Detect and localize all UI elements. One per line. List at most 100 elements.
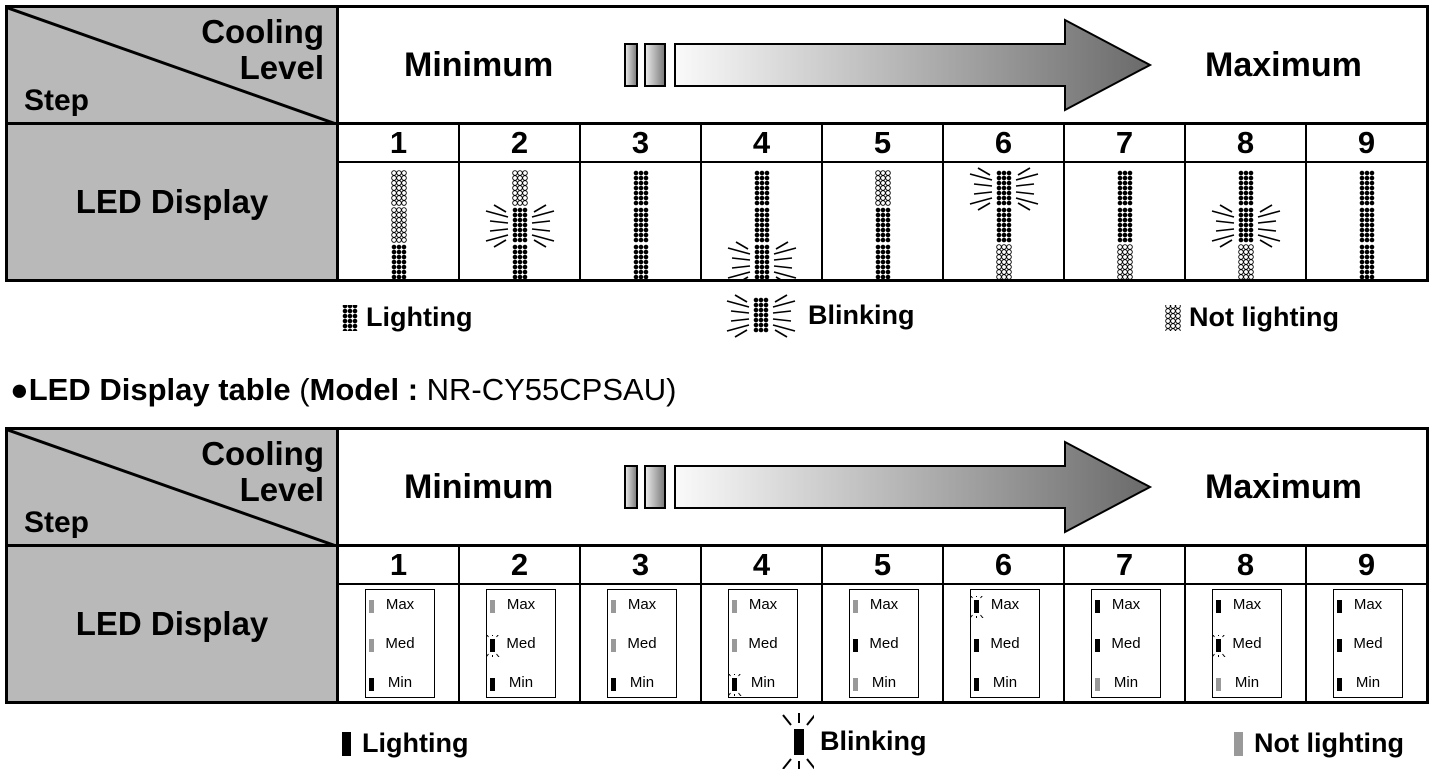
indicator-label: Min	[750, 674, 776, 691]
indicator-label: Med	[990, 635, 1020, 652]
led-lamp-on	[633, 244, 649, 280]
indicator-label: Max	[990, 596, 1020, 613]
indicator-label: Med	[506, 635, 536, 652]
indicator-on	[1095, 639, 1100, 652]
indicator-on	[611, 678, 616, 691]
indicator-off	[732, 639, 737, 652]
lighting-dots-icon	[342, 304, 358, 331]
led-dots-graphic	[875, 170, 891, 280]
indicator-row-med: Med	[1092, 635, 1160, 652]
led-dots-graphic	[1359, 170, 1375, 280]
led-lamp-blink	[485, 204, 555, 248]
model-value: NR-CY55CPSAU)	[418, 372, 677, 407]
led-lamp-on	[1117, 207, 1133, 243]
minimum-label: Minimum	[404, 468, 554, 506]
corner-header: Cooling Level Step	[8, 430, 339, 547]
minimum-label: Minimum	[404, 46, 554, 84]
led-dots-graphic	[391, 170, 407, 280]
indicator-label: Min	[508, 674, 534, 691]
led-display-cell	[702, 163, 821, 281]
indicator-on	[1216, 600, 1221, 613]
arrow-icon	[624, 440, 1153, 534]
step-column-4: 4	[700, 125, 821, 281]
indicator-row-min: Min	[971, 674, 1039, 691]
step-column-1: 1	[339, 125, 458, 280]
indicator-row-min: Min	[1334, 674, 1402, 691]
led-lamp-on	[633, 207, 649, 243]
legend-not-lighting-label: Not lighting	[1254, 728, 1404, 758]
indicator-off	[490, 600, 495, 613]
indicator-blink	[1213, 635, 1226, 657]
step-column-2: 2	[458, 125, 579, 280]
indicator-row-med: Med	[1213, 635, 1281, 657]
indicator-label: Max	[1111, 596, 1141, 613]
led-display-cell	[339, 163, 458, 280]
indicator-off	[369, 600, 374, 613]
cooling-label: Cooling	[201, 13, 324, 50]
step-number: 3	[581, 125, 700, 163]
step-number: 9	[1307, 125, 1426, 163]
indicator-graphic	[1337, 678, 1342, 691]
led-lamp-on	[633, 170, 649, 206]
led-table-bottom: Cooling Level Step Minimum Maximum LED D…	[5, 427, 1429, 704]
indicator-off	[853, 678, 858, 691]
maximum-label: Maximum	[1205, 46, 1362, 84]
step-number: 1	[339, 547, 458, 585]
led-lamp-off	[875, 170, 891, 206]
indicator-row-max: Max	[1092, 596, 1160, 613]
step-number: 9	[1307, 547, 1426, 585]
indicator-graphic	[369, 639, 374, 652]
legend-lighting-label: Lighting	[366, 302, 473, 332]
indicator-label: Med	[1232, 635, 1262, 652]
indicator-graphic	[853, 639, 858, 652]
indicator-label: Min	[1234, 674, 1260, 691]
led-lamp-blink	[1211, 204, 1281, 248]
step-column-9: 9	[1305, 125, 1426, 280]
cooling-level-header: Minimum Maximum	[339, 430, 1426, 547]
indicator-row-max: Max	[1334, 596, 1402, 613]
indicator-on	[1095, 600, 1100, 613]
indicator-graphic	[490, 678, 495, 691]
indicator-on	[369, 678, 374, 691]
led-lamp-off	[512, 170, 528, 206]
step-number: 4	[702, 547, 821, 585]
led-dots-graphic	[485, 170, 555, 280]
step-label: Step	[24, 84, 90, 117]
indicator-graphic	[487, 635, 500, 657]
indicator-row-med: Med	[850, 635, 918, 652]
indicator-label: Med	[627, 635, 657, 652]
indicator-row-med: Med	[608, 635, 676, 652]
indicator-off	[1095, 678, 1100, 691]
indicator-graphic	[853, 600, 858, 613]
indicator-off	[369, 639, 374, 652]
led-display-cell	[944, 163, 1063, 280]
indicator-row-min: Min	[608, 674, 676, 691]
level-label: Level	[239, 49, 324, 86]
legend-not-lighting: Not lighting	[1232, 728, 1404, 759]
step-number: 5	[823, 547, 942, 585]
led-dots-graphic	[633, 170, 649, 280]
led-display-label: LED Display	[8, 125, 339, 279]
legend-lighting: Lighting	[340, 302, 472, 333]
step-number: 2	[460, 125, 579, 163]
led-lamp-on	[754, 170, 770, 206]
led-lamp-on	[342, 304, 358, 331]
led-display-cell	[1065, 163, 1184, 280]
legend-not-lighting: Not lighting	[1163, 302, 1339, 333]
led-display-cell	[1307, 163, 1426, 280]
step-number: 8	[1186, 547, 1305, 585]
indicator-graphic	[1213, 635, 1226, 657]
cooling-level-label: Cooling Level	[201, 436, 324, 508]
